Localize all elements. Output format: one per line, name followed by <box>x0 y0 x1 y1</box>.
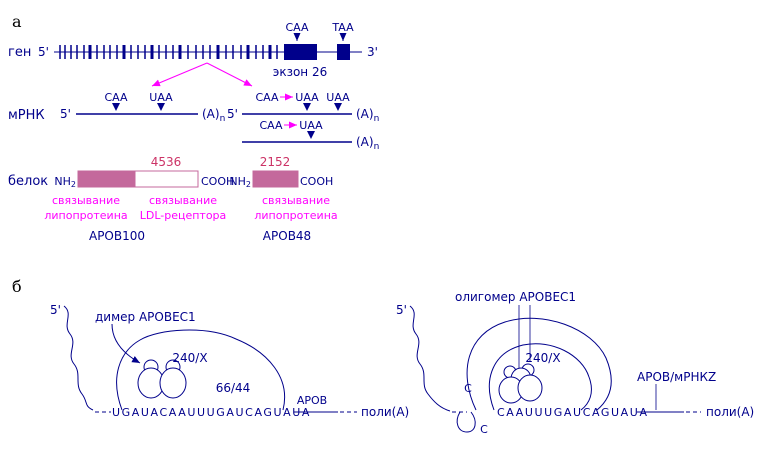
mrna-right-top-caa: CAA <box>255 91 279 104</box>
dimer-ratio-bottom: 66/44 <box>216 381 251 395</box>
editosome-oligomer: 5' C C олигомер APOBEC1 240/X CAAUUUGAUC… <box>396 290 754 436</box>
dimer-polya-label: поли(A) <box>361 405 409 419</box>
gene-caa-codon-label: CAA <box>285 21 309 34</box>
protein-diagrams: белок NH2 4536 COOH связывание липопроте… <box>8 155 338 243</box>
oligomer-rna-sequence: CAAUUUGAUCAGUAUA <box>497 406 649 419</box>
mrna-right-top-uaa-stop: UAA <box>326 91 350 104</box>
dimer-rna-loop <box>116 329 285 411</box>
panel-b: б 5' димер APOBEC1 240/X 66/44 UGAUACAAU… <box>12 277 754 436</box>
apob100-lipoprotein-domain <box>77 170 136 188</box>
apob48-domain1-caption-1: связывание <box>262 194 330 207</box>
dimer-pointer-arrow <box>111 323 141 364</box>
editosome-dimer: 5' димер APOBEC1 240/X 66/44 UGAUACAAUUU… <box>50 303 409 419</box>
dimer-ratio-top: 240/X <box>172 351 207 365</box>
apob100-length: 4536 <box>151 155 182 169</box>
oligomer-rna-loop-inner <box>488 343 592 411</box>
apob100-domain2-caption-1: связывание <box>149 194 217 207</box>
dimer-5prime: 5' <box>50 303 61 317</box>
apob48-length: 2152 <box>260 155 291 169</box>
polya-text: (A) <box>356 107 374 121</box>
mrna-left-uaa: UAA <box>149 91 173 104</box>
mrna-right-5prime: 5' <box>227 107 238 121</box>
nh-text: NH <box>229 175 246 188</box>
oligomer-enzyme-label: олигомер APOBEC1 <box>455 290 576 304</box>
panel-a-label: а <box>12 12 22 31</box>
oligomer-polya-label: поли(A) <box>706 405 754 419</box>
nh-subscript: 2 <box>71 180 76 189</box>
oligomer-subunit-2 <box>517 374 543 402</box>
apob48-name: APOB48 <box>263 229 311 243</box>
oligomer-rna-loop-outer <box>466 317 612 411</box>
transcription-arrow-left <box>151 62 208 87</box>
gene-exon-ticks-thin <box>59 45 278 59</box>
polya-subscript: n <box>374 142 380 152</box>
dimer-subunit-2 <box>159 367 187 399</box>
mrna-right-top-uaa-edited: UAA <box>295 91 319 104</box>
gene-exon26-box <box>284 44 317 60</box>
gene-taa-codon-label: TAA <box>331 21 354 34</box>
mrna-left-caa-marker <box>112 103 120 111</box>
mrna-right-top-edit-marker <box>303 103 311 111</box>
protein-apob48: NH2 2152 COOH связывание липопротеина AP… <box>229 155 337 243</box>
dimer-rna-sequence: UGAUACAAUUUGAUCAGUAUA <box>112 406 311 419</box>
mrna-right-bottom-marker <box>307 131 315 139</box>
gene-3prime-label: 3' <box>367 45 378 59</box>
apob100-domain1-caption-2: липопротеина <box>44 209 127 222</box>
oligomer-5prime: 5' <box>396 303 407 317</box>
mrna-left-uaa-marker <box>157 103 165 111</box>
transcription-arrow-right <box>206 62 253 87</box>
polya-subscript: n <box>374 114 380 124</box>
oligomer-ratio-top: 240/X <box>525 351 560 365</box>
apob100-name: APOB100 <box>89 229 145 243</box>
mrna-left-polya: (A)n <box>202 107 225 124</box>
mrna-right-top: 5' CAA UAA UAA (A)n <box>227 91 379 124</box>
mrna-right-top-stop-marker <box>334 103 342 111</box>
apob100-domain2-caption-2: LDL-рецептора <box>140 209 227 222</box>
dimer-enzyme-label: димер APOBEC1 <box>95 310 196 324</box>
oligomer-c-site-lower: C <box>480 423 488 436</box>
nh-subscript: 2 <box>246 180 251 189</box>
mrna-right-bottom-polya: (A)n <box>356 135 379 152</box>
apob100-nh2: NH2 <box>54 175 76 189</box>
panel-a: а ген 5' CAA TAA 3' экзон 26 мРНК 5' <box>8 12 379 243</box>
mrna-left-5prime: 5' <box>60 107 71 121</box>
polya-text: (A) <box>202 107 220 121</box>
gene-last-exon-box <box>337 44 350 60</box>
nh-text: NH <box>54 175 71 188</box>
oligomer-5prime-strand <box>409 305 451 412</box>
oligomer-bottom-loop <box>456 411 476 433</box>
mrna-diagrams: мРНК 5' CAA UAA (A)n 5' CAA UAA UAA <box>8 91 379 152</box>
exon26-caption: экзон 26 <box>273 65 328 79</box>
dimer-5prime-strand <box>63 305 94 411</box>
apob48-bar <box>252 170 299 188</box>
apob48-nh2: NH2 <box>229 175 251 189</box>
protein-row-label: белок <box>8 174 48 189</box>
dimer-gene-label: APOB <box>297 394 327 407</box>
gene-exon-ticks-thick <box>88 45 272 59</box>
polya-subscript: n <box>220 114 226 124</box>
panel-b-label: б <box>12 277 22 296</box>
mrna-right-bottom: CAA UAA (A)n <box>242 119 379 152</box>
apob100-cooh: COOH <box>201 175 234 188</box>
apob100-domain1-caption-1: связывание <box>52 194 120 207</box>
oligomer-gene-label: APOB/мРНКZ <box>637 370 716 384</box>
mrna-right-bottom-uaa: UAA <box>299 119 323 132</box>
gene-5prime-label: 5' <box>38 45 49 59</box>
oligomer-c-site-upper: C <box>464 382 472 395</box>
protein-apob100: NH2 4536 COOH связывание липопротеина св… <box>44 155 234 243</box>
apob48-cooh: COOH <box>300 175 333 188</box>
mrna-left: 5' CAA UAA (A)n <box>60 91 225 124</box>
mrna-right-top-polya: (A)n <box>356 107 379 124</box>
mrna-row-label: мРНК <box>8 108 45 123</box>
apob48-domain1-caption-2: липопротеина <box>254 209 337 222</box>
gene-row-label: ген <box>8 45 31 60</box>
polya-text: (A) <box>356 135 374 149</box>
mrna-left-caa: CAA <box>104 91 128 104</box>
mrna-right-bottom-caa: CAA <box>259 119 283 132</box>
gene-diagram: ген 5' CAA TAA 3' экзон 26 <box>8 21 378 79</box>
